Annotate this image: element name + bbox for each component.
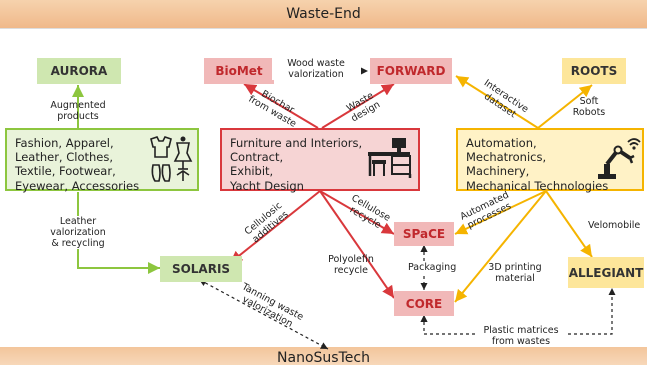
label-line: Plastic matrices	[483, 325, 559, 336]
sector-furniture-line: Exhibit,	[230, 164, 274, 179]
label-3d-printing: 3D printing material	[482, 262, 548, 284]
sector-automation-line: Automation,	[466, 136, 537, 150]
label-line: valorization	[288, 69, 344, 80]
label-leather: Leather valorization & recycling	[40, 216, 116, 249]
sector-furniture-line: Yacht Design	[230, 178, 304, 193]
arrow-tanning-waste	[198, 279, 329, 350]
arrow-cellulose	[319, 190, 395, 235]
arrow-waste-design	[321, 83, 395, 129]
label-wood-waste: Wood waste valorization	[272, 58, 360, 80]
arrow-velomobile	[545, 190, 593, 258]
robot-arm-icon	[598, 138, 641, 179]
sector-automation-line: Machinery,	[466, 164, 530, 179]
sector-automation-line: Mechatronics,	[466, 150, 547, 165]
node-aurora: AURORA	[37, 58, 121, 84]
node-biomet: BioMet	[204, 58, 274, 84]
arrow-biochar	[243, 83, 319, 129]
sector-fashion-line: Leather, Clothes,	[15, 150, 114, 165]
clothing-icon	[150, 136, 193, 182]
label-line: Soft	[579, 96, 599, 107]
node-forward: FORWARD	[370, 58, 452, 84]
sector-fashion: Fashion, Apparel, Leather, Clothes, Text…	[5, 128, 199, 193]
label-line: material	[495, 273, 535, 284]
node-space: SPaCE	[394, 222, 454, 246]
arrow-polyolefin	[319, 190, 395, 299]
furniture-icon	[368, 138, 412, 178]
node-roots: ROOTS	[562, 58, 626, 84]
label-packaging: Packaging	[406, 262, 459, 273]
sector-furniture-line: Contract,	[230, 150, 284, 165]
label-line: Polyolefin	[328, 254, 374, 265]
label-line: valorization	[50, 227, 106, 238]
label-line: & recycling	[51, 238, 105, 249]
sector-fashion-line: Textile, Footwear,	[15, 164, 116, 179]
waste-end-banner: Waste-End	[0, 0, 647, 29]
arrow-interactive-dataset	[455, 75, 539, 129]
arrow-plastic-matrices	[420, 288, 616, 335]
label-plastic-matrices: Plastic matrices from wastes	[476, 325, 566, 347]
sector-fashion-line: Eyewear, Accessories	[15, 178, 140, 193]
node-allegiant: ALLEGIANT	[568, 257, 644, 288]
sector-automation-line: Mechanical Technologies	[466, 178, 609, 193]
label-line: 3D printing	[488, 262, 542, 273]
arrow-3d-printing	[454, 190, 547, 303]
sector-furniture: Furniture and Interiors, Contract, Exhib…	[220, 128, 420, 193]
label-line: Wood waste	[287, 58, 345, 69]
label-line: Leather	[59, 216, 97, 227]
label-augmented-products: Augmented products	[40, 100, 116, 122]
sector-fashion-line: Fashion, Apparel,	[15, 136, 114, 150]
node-core: CORE	[394, 291, 454, 316]
sector-furniture-line: Furniture and Interiors,	[230, 136, 363, 150]
label-line: from wastes	[491, 336, 551, 347]
label-soft-robots: Soft Robots	[564, 96, 614, 118]
arrow-cellulosic	[229, 190, 321, 264]
label-line: products	[57, 111, 99, 122]
label-line: recycle	[333, 265, 369, 276]
label-velomobile: Velomobile	[588, 220, 641, 231]
label-line: Augmented	[50, 100, 106, 111]
nanosustech-banner: NanoSusTech	[0, 347, 647, 365]
arrow-soft-robots	[537, 84, 593, 129]
arrow-automated-processes	[454, 190, 547, 235]
label-line: Robots	[572, 107, 606, 118]
node-solaris: SOLARIS	[160, 256, 242, 282]
label-polyolefin: Polyolefin recycle	[316, 254, 386, 276]
sector-automation: Automation, Mechatronics, Machinery, Mec…	[456, 128, 644, 193]
